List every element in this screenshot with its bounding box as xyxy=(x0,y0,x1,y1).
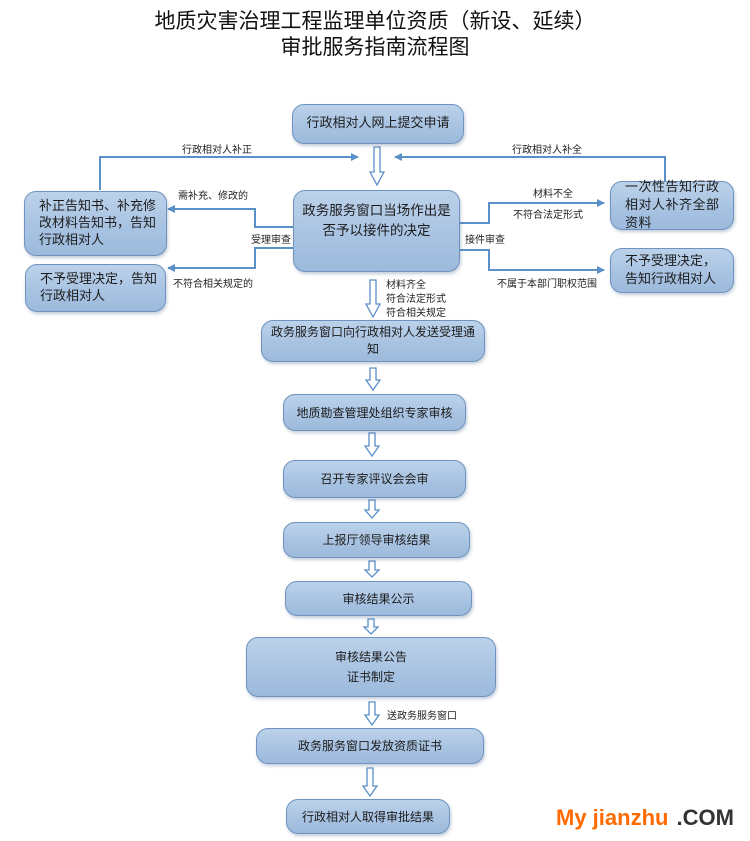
node-notify-once: 一次性告知行政相对人补齐全部资料 xyxy=(610,180,734,231)
arrow-leader-to-publicity xyxy=(363,560,381,578)
arrow-submit-to-decision xyxy=(368,146,386,187)
node-leader-review: 上报厅领导审核结果 xyxy=(283,522,470,558)
title-line-1: 地质灾害治理工程监理单位资质（新设、延续） xyxy=(154,9,596,33)
node-intake-decision: 政务服务窗口当场作出是否予以接件的决定 xyxy=(293,190,460,272)
label-illegal-form: 不符合法定形式 xyxy=(513,210,583,221)
node-correction-notice: 补正告知书、补充修改材料告知书，告知行政相对人 xyxy=(24,191,167,256)
label-ok-materials: 材料齐全 xyxy=(386,280,426,291)
title-line-2: 审批服务指南流程图 xyxy=(280,35,470,59)
node-issue-certificate: 政务服务窗口发放资质证书 xyxy=(256,728,484,764)
arrow-accept-to-expert xyxy=(364,367,382,392)
edge-not-compliant xyxy=(167,247,293,272)
label-ok-form: 符合法定形式 xyxy=(386,294,446,305)
arrow-decision-to-accept xyxy=(364,279,382,319)
node-submit-application: 行政相对人网上提交申请 xyxy=(292,104,464,144)
edge-out-of-scope xyxy=(460,249,605,274)
arrow-announce-to-issue xyxy=(363,701,381,727)
watermark-brand: My jianzhu xyxy=(556,805,669,830)
node-expert-meeting: 召开专家评议会会审 xyxy=(283,460,466,498)
label-ok-rules: 符合相关规定 xyxy=(386,308,446,319)
label-need-supplement: 需补充、修改的 xyxy=(178,191,248,202)
edge-need-supplement xyxy=(167,205,293,228)
node-obtain-result: 行政相对人取得审批结果 xyxy=(286,799,450,834)
label-not-compliant: 不符合相关规定的 xyxy=(173,279,253,290)
label-materials-incomplete: 材料不全 xyxy=(533,189,573,200)
arrow-issue-to-obtain xyxy=(361,767,379,798)
label-intake-review: 接件审查 xyxy=(465,235,505,246)
edge-resubmit-correction xyxy=(99,153,359,190)
label-resubmit-complete: 行政相对人补全 xyxy=(512,145,582,156)
node-announcement: 审核结果公告 证书制定 xyxy=(246,637,496,697)
watermark-suffix: .COM xyxy=(676,805,734,830)
label-out-of-scope: 不属于本部门职权范围 xyxy=(497,279,597,290)
edge-resubmit-complete xyxy=(394,153,666,181)
label-resubmit-correction: 行政相对人补正 xyxy=(182,145,252,156)
node-reject-left: 不予受理决定，告知行政相对人 xyxy=(25,264,166,312)
node-publicity: 审核结果公示 xyxy=(285,581,472,616)
node-accept-notice: 政务服务窗口向行政相对人发送受理通知 xyxy=(261,320,485,362)
arrow-expert-to-meeting xyxy=(363,432,381,458)
node-reject-right: 不予受理决定，告知行政相对人 xyxy=(610,248,734,293)
arrow-meeting-to-leader xyxy=(363,499,381,519)
watermark-logo: My jianzhu .COM xyxy=(556,805,734,831)
arrow-publicity-to-announce xyxy=(362,618,380,635)
label-send-to-window: 送政务服务窗口 xyxy=(387,711,457,722)
label-acceptance-review: 受理审查 xyxy=(251,235,291,246)
node-expert-review: 地质勘查管理处组织专家审核 xyxy=(283,394,466,431)
